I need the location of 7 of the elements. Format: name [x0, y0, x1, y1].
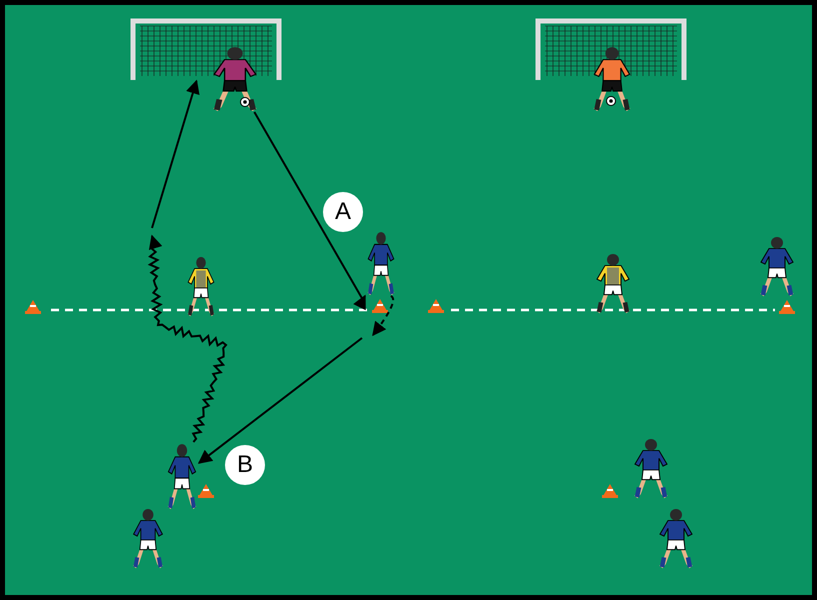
arrow	[151, 80, 200, 228]
arrow	[372, 295, 394, 336]
arrow	[148, 234, 228, 443]
arrow	[254, 112, 366, 310]
circle-label: B	[225, 445, 265, 485]
circle-label: A	[323, 192, 363, 232]
arrow	[198, 337, 363, 464]
